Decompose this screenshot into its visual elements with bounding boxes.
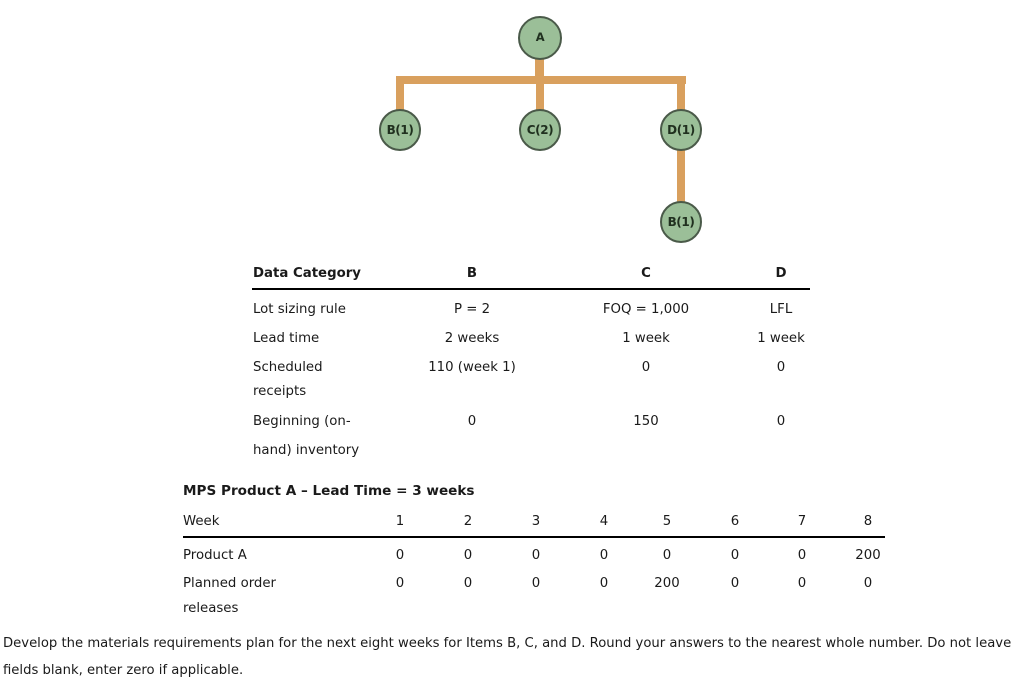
mps-week-header-label: Week <box>183 514 220 529</box>
product-a-w6: 0 <box>730 548 740 563</box>
row-label-lot-sizing-rule: Lot sizing rule <box>253 302 346 317</box>
beginning-inventory-c: 150 <box>633 414 659 429</box>
planned-order-releases-w4: 0 <box>599 576 609 591</box>
mps-table-title: MPS Product A – Lead Time = 3 weeks <box>183 483 475 499</box>
bill-of-materials-tree: A B(1) C(2) D(1) B(1) <box>0 0 1024 252</box>
row-label-beginning-inventory-line2: hand) inventory <box>253 443 360 458</box>
lot-sizing-rule-b: P = 2 <box>453 302 491 317</box>
mps-table: Week 1 2 3 4 5 6 7 8 Product A 0 0 0 0 0… <box>0 0 1024 616</box>
bom-node-b1: B(1) <box>379 109 421 151</box>
mps-row-label-product-a: Product A <box>183 548 247 563</box>
beginning-inventory-d: 0 <box>776 414 786 429</box>
mps-week-5: 5 <box>662 514 672 529</box>
product-a-w2: 0 <box>463 548 473 563</box>
mps-week-8: 8 <box>863 514 873 529</box>
row-label-beginning-inventory-line1: Beginning (on- <box>253 414 351 429</box>
mps-week-1: 1 <box>395 514 405 529</box>
row-label-lead-time: Lead time <box>253 331 320 346</box>
col-header-d: D <box>775 266 787 281</box>
col-header-b: B <box>466 266 478 281</box>
planned-order-releases-w2: 0 <box>463 576 473 591</box>
planned-order-releases-w5: 200 <box>654 576 680 591</box>
beginning-inventory-b: 0 <box>467 414 477 429</box>
lead-time-c: 1 week <box>622 331 670 346</box>
planned-order-releases-w7: 0 <box>797 576 807 591</box>
instructions-paragraph: Develop the materials requirements plan … <box>3 636 1012 678</box>
mps-week-7: 7 <box>797 514 807 529</box>
row-label-scheduled-receipts-line1: Scheduled <box>253 360 323 375</box>
planned-order-releases-w6: 0 <box>730 576 740 591</box>
connector-d1-to-b1sub <box>677 148 685 206</box>
connector-root-vertical <box>535 58 544 83</box>
bom-node-d1-label: D(1) <box>667 123 695 137</box>
product-a-w4: 0 <box>599 548 609 563</box>
planned-order-releases-w8: 0 <box>863 576 873 591</box>
row-label-scheduled-receipts-line2: receipts <box>253 384 307 399</box>
bom-node-c2-label: C(2) <box>526 123 554 137</box>
lead-time-b: 2 weeks <box>444 331 500 346</box>
planned-order-releases-w3: 0 <box>531 576 541 591</box>
mps-row-label-planned-order-releases-line2: releases <box>183 601 239 616</box>
scheduled-receipts-d: 0 <box>776 360 786 375</box>
mps-row-label-planned-order-releases-line1: Planned order <box>183 576 277 591</box>
lead-time-d: 1 week <box>757 331 805 346</box>
lot-sizing-rule-d: LFL <box>769 302 793 317</box>
product-a-w7: 0 <box>797 548 807 563</box>
mps-week-3: 3 <box>531 514 541 529</box>
product-a-w1: 0 <box>395 548 405 563</box>
connector-to-d1 <box>677 76 685 112</box>
bom-node-b1-sub-label: B(1) <box>667 215 695 229</box>
data-category-table: Data Category B C D Lot sizing rule P = … <box>0 0 1024 458</box>
planned-order-releases-w1: 0 <box>395 576 405 591</box>
data-category-header-rule <box>252 288 810 290</box>
lot-sizing-rule-c: FOQ = 1,000 <box>602 302 690 317</box>
bom-node-a-label: A <box>535 30 545 45</box>
col-header-data-category: Data Category <box>253 266 361 281</box>
scheduled-receipts-c: 0 <box>641 360 651 375</box>
connector-to-b1 <box>396 76 404 112</box>
bom-node-b1-label: B(1) <box>386 123 414 137</box>
bom-node-d1: D(1) <box>660 109 702 151</box>
bom-node-b1-sub: B(1) <box>660 201 702 243</box>
product-a-w8: 200 <box>855 548 881 563</box>
bom-node-a: A <box>518 16 562 60</box>
bom-node-c2: C(2) <box>519 109 561 151</box>
mps-week-4: 4 <box>599 514 609 529</box>
scheduled-receipts-b: 110 (week 1) <box>428 360 516 375</box>
col-header-c: C <box>641 266 651 281</box>
product-a-w3: 0 <box>531 548 541 563</box>
connector-to-c2 <box>536 76 544 112</box>
mps-header-rule <box>183 536 885 538</box>
mps-week-2: 2 <box>463 514 473 529</box>
product-a-w5: 0 <box>662 548 672 563</box>
mps-week-6: 6 <box>730 514 740 529</box>
